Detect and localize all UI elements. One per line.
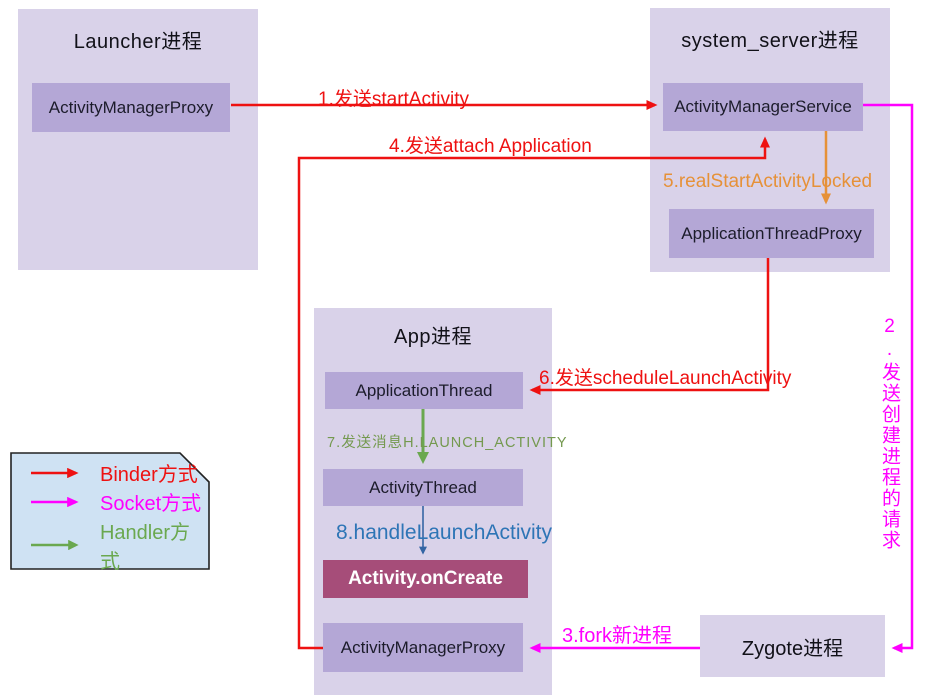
node-applicationthreadproxy: ApplicationThreadProxy	[669, 209, 874, 258]
system-server-process-title: system_server进程	[681, 30, 859, 52]
label-arrow-4: 4.发送attach Application	[389, 136, 592, 157]
label-arrow-6: 6.发送scheduleLaunchActivity	[539, 368, 792, 389]
legend-item-socket: Socket方式	[10, 487, 210, 516]
node-app-activitymanagerproxy-label: ActivityManagerProxy	[340, 637, 506, 657]
socket-arrow-icon	[31, 496, 79, 507]
node-app-activitymanagerproxy: ActivityManagerProxy	[323, 623, 523, 672]
zygote-process-box: Zygote进程	[700, 615, 885, 677]
label-arrow-8: 8.handleLaunchActivity	[336, 521, 552, 544]
label-arrow-3: 3.fork新进程	[562, 625, 673, 647]
legend-item-handler: Handler方式	[10, 516, 210, 574]
label-arrow-7: 7.发送消息H.LAUNCH_ACTIVITY	[327, 435, 568, 451]
node-applicationthread: ApplicationThread	[325, 372, 523, 409]
zygote-process-title: Zygote进程	[741, 637, 844, 660]
app-process-box: App进程 ApplicationThread ActivityThread A…	[314, 308, 552, 695]
node-launcher-activitymanagerproxy-label: ActivityManagerProxy	[48, 97, 214, 117]
launcher-process-box: Launcher进程 ActivityManagerProxy	[18, 9, 258, 270]
legend-item-binder: Binder方式	[10, 458, 210, 487]
node-applicationthread-label: ApplicationThread	[355, 380, 493, 400]
node-applicationthreadproxy-label: ApplicationThreadProxy	[681, 223, 862, 243]
label-arrow-5: 5.realStartActivityLocked	[663, 171, 873, 192]
launcher-process-title: Launcher进程	[73, 31, 203, 53]
label-arrow-2: 2.发送创建进程的请求	[879, 316, 900, 551]
node-launcher-activitymanagerproxy: ActivityManagerProxy	[32, 83, 230, 132]
binder-arrow-icon	[31, 467, 79, 478]
handler-arrow-icon	[30, 539, 79, 551]
legend-handler-label: Handler方式	[99, 522, 191, 573]
node-activitythread-label: ActivityThread	[369, 477, 477, 497]
label-arrow-1: 1.发送startActivity	[318, 89, 469, 110]
node-activitymanagerservice-label: ActivityManagerService	[674, 97, 852, 116]
node-activity-oncreate-label: Activity.onCreate	[348, 568, 503, 589]
legend: Binder方式 Socket方式 Handler方式	[10, 452, 210, 573]
app-process-title: App进程	[393, 326, 473, 348]
legend-socket-label: Socket方式	[100, 493, 202, 515]
node-activitymanagerservice: ActivityManagerService	[663, 83, 863, 131]
system-server-process-box: system_server进程 ActivityManagerService A…	[650, 8, 890, 272]
legend-binder-label: Binder方式	[100, 464, 198, 486]
node-activity-oncreate: Activity.onCreate	[323, 560, 528, 598]
legend-background	[10, 452, 210, 570]
node-activitythread: ActivityThread	[323, 469, 523, 506]
